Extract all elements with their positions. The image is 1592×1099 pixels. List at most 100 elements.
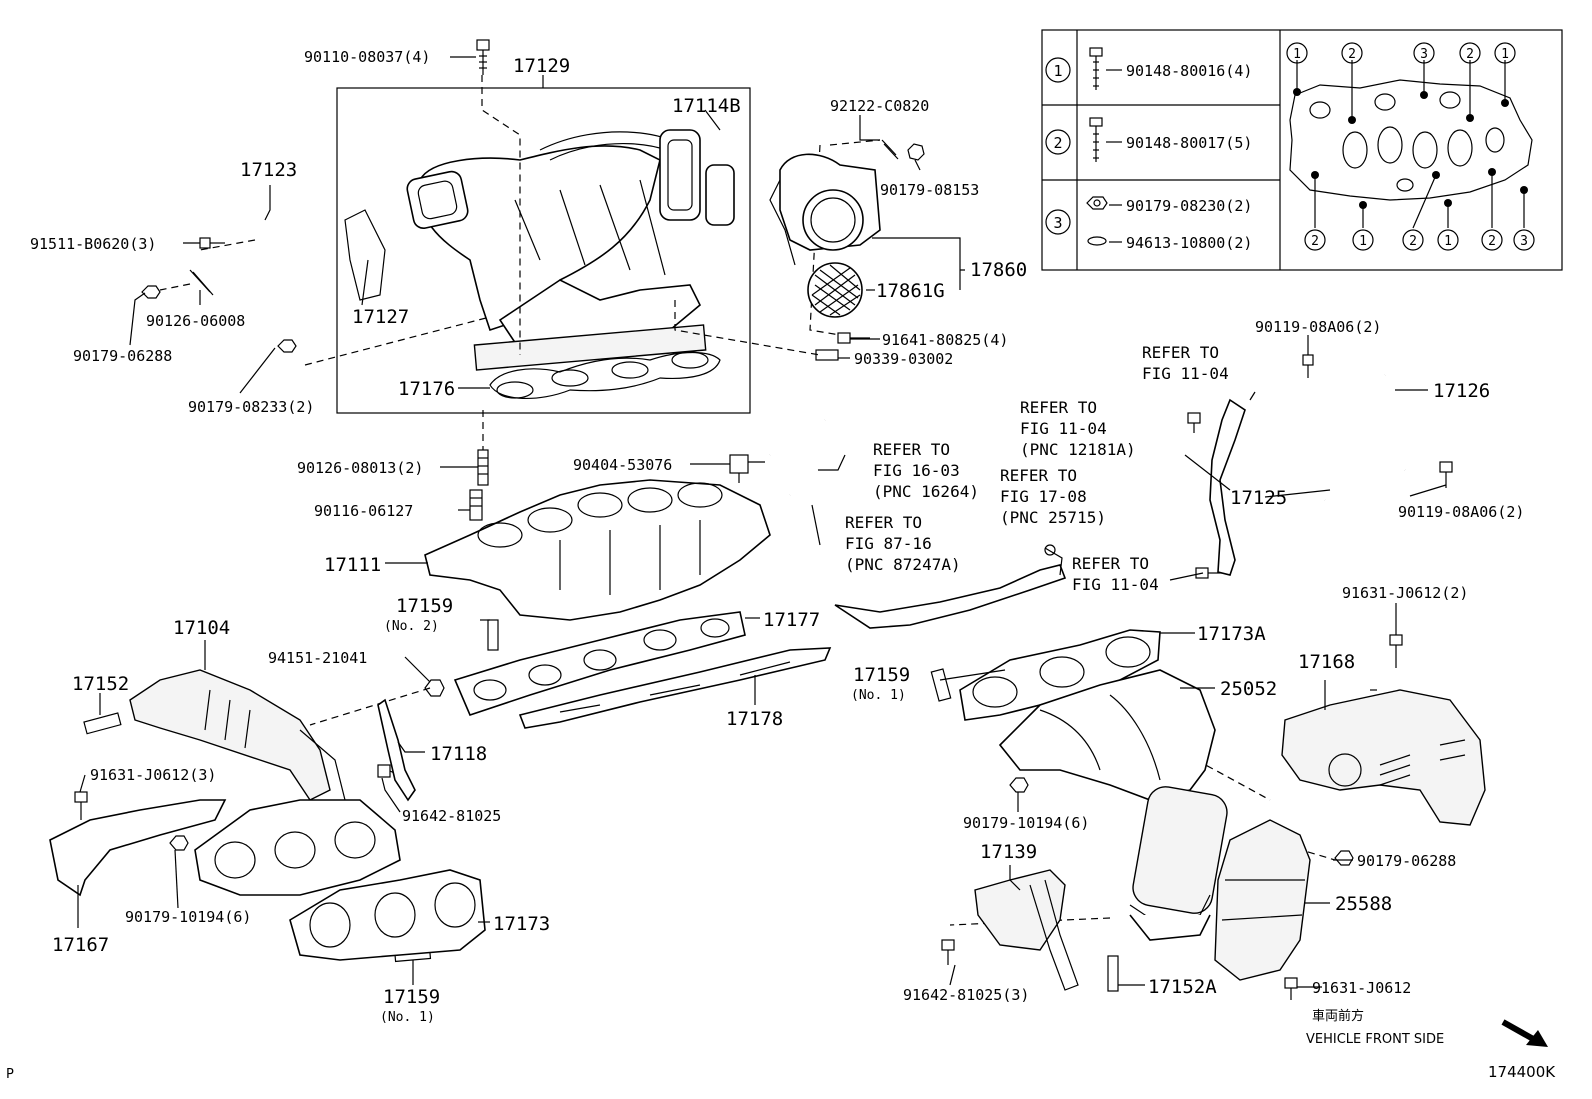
label-17118: 17118 [430,743,487,765]
diagram-code: 174400K [1488,1063,1556,1081]
gasket-17127 [344,209,386,301]
label-90404-53076: 90404-53076 [573,456,672,474]
bolt-icon [1089,117,1103,162]
label-90110-08037: 90110-08037(4) [304,48,430,66]
bracket-engine-hanger [1209,398,1246,576]
legend-box: 1 2 3 90148-80016(4) 90148-80017(5) 9017… [1041,29,1563,271]
label-17159-no2: 17159 [396,595,453,617]
refer-note-5: REFER TO FIG 11-04 (PNC 12181A) [1020,398,1136,459]
label-90119-08a06-bottom: 90119-08A06(2) [1398,503,1524,521]
label-91631-j0612: 91631-J0612 [1312,979,1411,997]
gasket-17176 [489,351,721,399]
label-17126: 17126 [1433,380,1490,402]
refer-note-2: REFER TO FIG 87-16 (PNC 87247A) [845,513,961,574]
svg-text:1: 1 [1053,62,1062,80]
svg-text:2: 2 [1053,134,1062,152]
washer-icon [1087,236,1107,246]
bracket-17118 [377,698,416,802]
label-90179-06288-left: 90179-06288 [73,347,172,365]
exhaust-manifold-25052 [998,669,1216,801]
refer-note-6: REFER TO FIG 11-04 [1072,554,1159,594]
label-17127: 17127 [352,306,409,328]
svg-text:2: 2 [1348,47,1356,62]
gasket-17114b [659,129,735,226]
label-91642-81025: 91642-81025 [402,807,501,825]
svg-text:1: 1 [1293,47,1301,62]
svg-text:3: 3 [1520,234,1528,249]
label-17176: 17176 [398,378,455,400]
refer-note-3: REFER TO FIG 17-08 (PNC 25715) [1000,466,1106,527]
refer-note-4: REFER TO FIG 11-04 [1142,343,1229,383]
footer: 車両前方 VEHICLE FRONT SIDE 174400K P [6,1008,1556,1082]
label-17111: 17111 [324,554,381,576]
label-17125: 17125 [1230,487,1287,509]
refer-note-1: REFER TO FIG 16-03 (PNC 16264) [873,440,979,501]
svg-text:2: 2 [1488,234,1496,249]
bracket-17125 [1311,379,1333,501]
intake-plenum [406,131,707,371]
label-91631-j0612-2: 91631-J0612(2) [1342,584,1468,602]
gasket-thumbnail: 1 2 3 2 1 2 1 2 1 2 3 [1286,42,1535,251]
gasket-17173a [959,629,1161,721]
svg-text:2: 2 [1466,47,1474,62]
bracket-17126 [1368,373,1408,472]
label-90116-06127: 90116-06127 [314,502,413,520]
label-94151-21041: 94151-21041 [268,649,367,667]
part-labels: 90110-08037(4) 17129 17114B 17123 91511-… [30,48,1524,1025]
label-90179-08233: 90179-08233(2) [188,398,314,416]
legend-marker-row: 1 2 3 2 1 2 1 2 1 2 3 [1286,42,1535,251]
converter-25052-body [1129,786,1228,941]
gasket-17173 [289,869,486,961]
legend-label-3a: 90179-08230(2) [1126,197,1252,215]
label-90179-10194-right: 90179-10194(6) [963,814,1089,832]
refer-notes: REFER TO FIG 16-03 (PNC 16264) REFER TO … [845,343,1229,594]
label-17159-no1-bottom: 17159 [383,986,440,1008]
label-17129: 17129 [513,55,570,77]
label-no1-right: (No. 1) [851,688,906,703]
gasket-17177 [453,611,746,716]
label-no2: (No. 2) [384,619,439,634]
hoses [767,417,830,501]
label-90119-08a06-top: 90119-08A06(2) [1255,318,1381,336]
svg-text:3: 3 [1053,214,1062,232]
label-90339-03002: 90339-03002 [854,350,953,368]
label-no1-bottom: (No. 1) [380,1010,435,1025]
label-17173a: 17173A [1197,623,1266,645]
label-91511-b0620: 91511-B0620(3) [30,235,156,253]
label-17139: 17139 [980,841,1037,863]
label-92122-c0820: 92122-C0820 [830,97,929,115]
heat-insulator-17168 [1281,689,1486,826]
svg-text:1: 1 [1444,234,1452,249]
label-17860: 17860 [970,259,1027,281]
label-90179-10194-left: 90179-10194(6) [125,908,251,926]
label-91641-80825: 91641-80825(4) [882,331,1008,349]
label-17168: 17168 [1298,651,1355,673]
svg-text:1: 1 [1359,234,1367,249]
svg-text:2: 2 [1409,234,1417,249]
label-17167: 17167 [52,934,109,956]
label-17104: 17104 [173,617,230,639]
label-25588: 25588 [1335,893,1392,915]
label-25052: 25052 [1220,678,1277,700]
label-90179-08153: 90179-08153 [880,181,979,199]
nut-icon [1086,196,1108,210]
label-91642-81025-3: 91642-81025(3) [903,986,1029,1004]
label-17114b: 17114B [672,95,741,117]
svg-text:2: 2 [1311,234,1319,249]
legend-label-3b: 94613-10800(2) [1126,234,1252,252]
label-90179-06288-right: 90179-06288 [1357,852,1456,870]
harness-bracket [834,544,1067,629]
label-17861g: 17861G [876,280,945,302]
label-90126-06008: 90126-06008 [146,312,245,330]
mesh-17861g [807,262,863,318]
label-17178: 17178 [726,708,783,730]
heat-insulator-17139 [974,869,1079,991]
label-17123: 17123 [240,159,297,181]
bolt-icon [1089,47,1103,90]
converter-25588 [1214,819,1311,981]
leader-lines [77,56,1447,988]
svg-text:1: 1 [1501,47,1509,62]
vehicle-front-arrow-icon [1501,1019,1548,1047]
label-17159-no1-right: 17159 [853,664,910,686]
